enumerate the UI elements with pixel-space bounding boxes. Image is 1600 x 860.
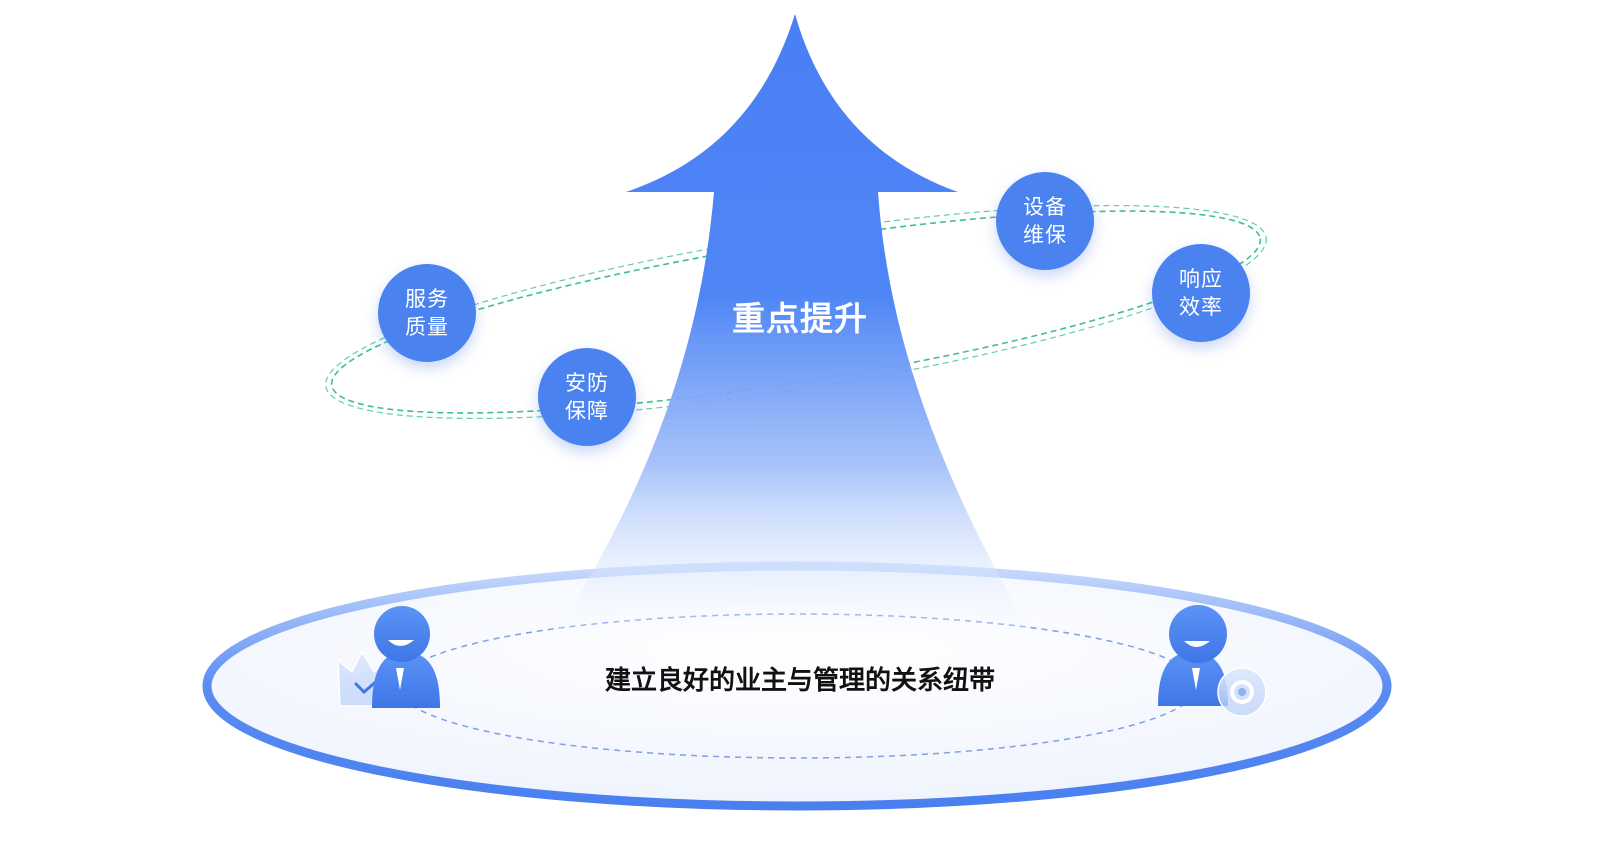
growth-arrow xyxy=(552,14,1035,640)
node-response-efficiency: 响应效率 xyxy=(1152,244,1250,342)
base-floor xyxy=(207,566,1387,806)
node-label: 服务质量 xyxy=(405,287,449,339)
owner-figure xyxy=(337,606,440,708)
arrow-label: 重点提升 xyxy=(732,299,868,338)
node-label: 安防保障 xyxy=(565,371,609,423)
node-security: 安防保障 xyxy=(538,348,636,446)
base-label: 建立良好的业主与管理的关系纽带 xyxy=(604,666,995,696)
manager-figure xyxy=(1158,605,1267,717)
node-label: 响应效率 xyxy=(1179,267,1223,319)
node-service-quality: 服务质量 xyxy=(378,264,476,362)
node-label: 设备维保 xyxy=(1023,195,1067,247)
node-equipment-maintenance: 设备维保 xyxy=(996,172,1094,270)
